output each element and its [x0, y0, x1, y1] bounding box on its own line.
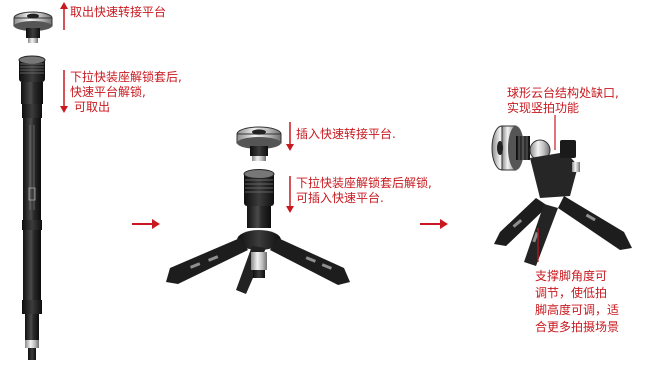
- step-arrow-1: [132, 219, 160, 229]
- label-line: 球形云台结构处缺口,: [507, 86, 619, 100]
- label-line: 可取出: [74, 100, 111, 114]
- monopod: [18, 55, 46, 360]
- arrow-down-pole: [60, 70, 68, 113]
- label-insert-platform: 插入快速转接平台.: [296, 127, 396, 142]
- label-support-legs: 支撑脚角度可 调节，使低拍 脚高度可调，适 合更多拍摄场景: [535, 268, 619, 336]
- tripod-base: [166, 169, 350, 294]
- label-line: 取出快速转接平台: [70, 5, 167, 19]
- arrow-up-remove: [60, 2, 68, 30]
- label-line: 支撑脚角度可: [535, 269, 608, 283]
- label-line: 插入快速转接平台.: [296, 127, 396, 141]
- ball-head-vertical: [491, 125, 632, 266]
- label-line: 合更多拍摄场景: [535, 320, 620, 334]
- arrow-down-insert: [286, 122, 294, 151]
- label-remove-platform: 取出快速转接平台: [70, 5, 166, 20]
- quick-release-platform-removed: [13, 11, 53, 43]
- label-line: 脚高度可调，适: [535, 303, 620, 317]
- label-line: 下拉快装座解锁套后,: [70, 70, 182, 84]
- label-pull-lock-insert: 下拉快装座解锁套后解锁, 可插入快速平台.: [296, 176, 432, 206]
- label-line: 快速平台解锁,: [70, 85, 146, 99]
- step-arrow-2: [420, 219, 448, 229]
- label-line: 可插入快速平台.: [296, 191, 384, 205]
- label-line: 调节，使低拍: [535, 286, 608, 300]
- arrow-down-lock: [286, 176, 294, 213]
- label-pull-lock-remove: 下拉快装座解锁套后, 快速平台解锁, 可取出: [70, 70, 182, 115]
- label-line: 实现竖拍功能: [507, 101, 580, 115]
- label-ball-head-notch: 球形云台结构处缺口, 实现竖拍功能: [507, 86, 619, 116]
- quick-release-platform-insert: [236, 126, 282, 161]
- label-line: 下拉快装座解锁套后解锁,: [296, 176, 432, 190]
